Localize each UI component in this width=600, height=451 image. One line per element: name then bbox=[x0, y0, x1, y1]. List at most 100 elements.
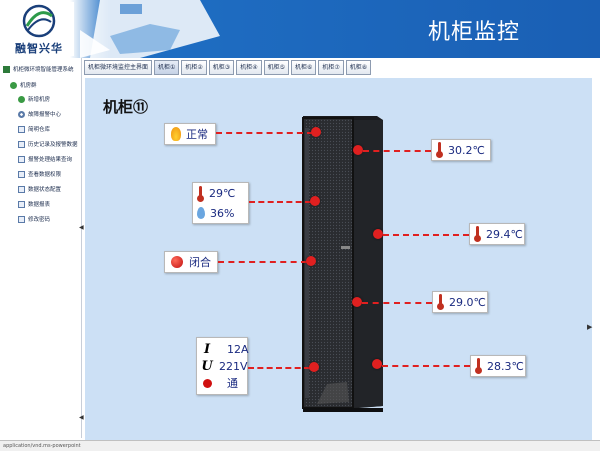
sensor-dot[interactable] bbox=[372, 359, 382, 369]
document-icon bbox=[18, 215, 25, 223]
sensor-dot[interactable] bbox=[309, 362, 319, 372]
status-bar: application/vnd.ms-powerpoint bbox=[0, 440, 600, 451]
green-node-icon bbox=[18, 95, 25, 103]
tree-item-label: 机房群 bbox=[20, 83, 37, 89]
tree-item-new-room[interactable]: 新增机房 bbox=[18, 95, 50, 103]
green-node-icon bbox=[10, 81, 17, 89]
tab-cabinet-5[interactable]: 机柜⑤ bbox=[263, 60, 289, 75]
connector-line bbox=[216, 132, 313, 134]
temp-sensor-2-callout: 29.4℃ bbox=[469, 223, 525, 245]
tab-cabinet-1[interactable]: 机柜① bbox=[154, 60, 180, 75]
temperature-row: 29℃ bbox=[193, 184, 235, 204]
tab-cabinet-3[interactable]: 机柜③ bbox=[208, 60, 235, 75]
document-icon bbox=[18, 185, 25, 193]
power-state-value: 通 bbox=[227, 377, 238, 390]
power-indicator-icon bbox=[202, 378, 212, 388]
tree-item-room-group[interactable]: 机房群 bbox=[10, 81, 37, 89]
power-indicator bbox=[197, 378, 217, 388]
sensor-dot[interactable] bbox=[353, 145, 363, 155]
collapse-left-arrow-icon[interactable]: ◀ bbox=[79, 414, 84, 421]
connector-line bbox=[362, 302, 432, 304]
door-state-value: 闭合 bbox=[189, 256, 211, 269]
cabinet-title: 机柜⑪ bbox=[103, 98, 149, 116]
tree-item-label: 数据状态配置 bbox=[28, 187, 62, 193]
system-root-icon bbox=[3, 65, 10, 73]
tab-cabinet-8[interactable]: 机柜⑧ bbox=[345, 60, 372, 75]
tab-cabinet-7[interactable]: 机柜⑦ bbox=[318, 60, 344, 75]
tree-item-label: 新增机房 bbox=[28, 97, 51, 103]
tab-cabinet-2[interactable]: 机柜② bbox=[181, 60, 207, 75]
connector-line bbox=[248, 367, 310, 369]
page-title: 机柜监控 bbox=[427, 20, 520, 45]
company-logo: 融智兴华 bbox=[4, 2, 74, 56]
status-value: 正常 bbox=[186, 128, 208, 141]
thermometer-icon bbox=[437, 294, 444, 310]
sensor-dot[interactable] bbox=[373, 229, 383, 239]
tree-root[interactable]: 机柜微环境智能管理系统 bbox=[3, 65, 74, 73]
flame-icon bbox=[171, 127, 181, 141]
tree-item-label: 数据报表 bbox=[28, 202, 51, 208]
current-value: 12A bbox=[227, 342, 249, 356]
tree-item-label: 报警处理结果查询 bbox=[28, 157, 73, 163]
tree-item-label: 简明仓库 bbox=[28, 127, 51, 133]
document-icon bbox=[18, 200, 25, 208]
voltage-value: 221V bbox=[219, 359, 248, 373]
collapse-left-arrow-icon[interactable]: ◀ bbox=[79, 224, 84, 231]
scroll-right-arrow-icon[interactable]: ▶ bbox=[587, 323, 593, 331]
power-callout: I 12A U 221V 通 bbox=[196, 337, 249, 395]
tree-item-label: 故障报警中心 bbox=[28, 112, 62, 118]
temp-sensor-3-value: 29.0℃ bbox=[449, 295, 486, 309]
cabinet-monitor-panel: 机柜⑪ 正常 29℃ 36% bbox=[85, 78, 592, 440]
connector-line bbox=[218, 261, 307, 263]
temp-sensor-1-callout: 30.2℃ bbox=[431, 139, 491, 161]
logo-globe-icon bbox=[22, 4, 56, 38]
connector-line bbox=[383, 234, 469, 236]
document-icon bbox=[18, 170, 25, 178]
sensor-dot[interactable] bbox=[310, 196, 320, 206]
sidebar-tree: 机柜微环境智能管理系统 机房群 新增机房 故障报警中心 简明仓库 历史记录及报警… bbox=[0, 58, 84, 438]
tree-item-alarm-center[interactable]: 故障报警中心 bbox=[18, 110, 61, 118]
humidity-value: 36% bbox=[210, 206, 235, 220]
logo-text: 融智兴华 bbox=[15, 42, 63, 55]
connector-line bbox=[382, 365, 470, 367]
document-icon bbox=[18, 140, 25, 148]
tree-item-data-permission[interactable]: 查看数据权限 bbox=[18, 170, 61, 178]
tree-item-data-config[interactable]: 数据状态配置 bbox=[18, 185, 61, 193]
tree-item-label: 查看数据权限 bbox=[28, 172, 62, 178]
tree-item-label: 修改密码 bbox=[28, 217, 51, 223]
tree-item-history[interactable]: 历史记录及报警数据 bbox=[18, 140, 78, 148]
tab-main-overview[interactable]: 机柜微环境监控主界面 bbox=[84, 60, 153, 75]
tree-item-warehouse[interactable]: 简明仓库 bbox=[18, 125, 50, 133]
temp-sensor-4-value: 28.3℃ bbox=[487, 359, 524, 373]
humidity-drop-icon bbox=[197, 207, 205, 220]
sensor-dot[interactable] bbox=[311, 127, 321, 137]
tab-cabinet-6[interactable]: 机柜⑥ bbox=[290, 60, 317, 75]
door-indicator-icon bbox=[171, 256, 183, 268]
tree-item-change-password[interactable]: 修改密码 bbox=[18, 215, 50, 223]
tree-item-reports[interactable]: 数据报表 bbox=[18, 200, 50, 208]
current-symbol: I bbox=[203, 341, 211, 357]
tab-bar: 机柜微环境监控主界面 机柜① 机柜② 机柜③ 机柜④ 机柜⑤ 机柜⑥ 机柜⑦ 机… bbox=[84, 60, 372, 76]
thermometer-icon bbox=[474, 226, 481, 242]
temperature-value: 29℃ bbox=[209, 187, 236, 201]
voltage-row: U 221V bbox=[197, 358, 248, 375]
tree-item-alarm-query[interactable]: 报警处理结果查询 bbox=[18, 155, 72, 163]
sensor-dot[interactable] bbox=[306, 256, 316, 266]
thermometer-icon bbox=[475, 358, 482, 374]
temp-sensor-2-value: 29.4℃ bbox=[486, 227, 523, 241]
tree-item-label: 历史记录及报警数据 bbox=[28, 142, 78, 148]
temp-sensor-4-callout: 28.3℃ bbox=[470, 355, 526, 377]
temp-sensor-3-callout: 29.0℃ bbox=[432, 291, 488, 313]
app-header: 融智兴华 机柜监控 bbox=[0, 0, 600, 58]
sensor-dot[interactable] bbox=[352, 297, 362, 307]
temp-sensor-1-value: 30.2℃ bbox=[448, 143, 485, 157]
connector-line bbox=[249, 201, 311, 203]
status-callout: 正常 bbox=[164, 123, 216, 145]
tab-cabinet-4[interactable]: 机柜④ bbox=[236, 60, 262, 75]
door-callout: 闭合 bbox=[164, 251, 218, 273]
voltage-symbol: U bbox=[201, 358, 213, 374]
current-row: I 12A bbox=[197, 341, 249, 358]
document-icon bbox=[18, 125, 25, 133]
document-icon bbox=[18, 155, 25, 163]
humidity-row: 36% bbox=[193, 204, 234, 224]
